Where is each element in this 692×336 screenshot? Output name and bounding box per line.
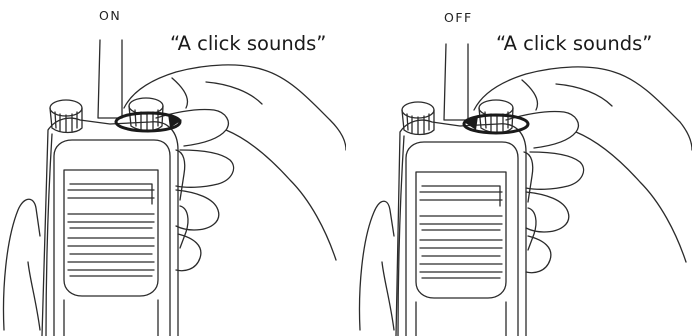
holding-hand	[4, 199, 40, 330]
power-state-label: ON	[99, 8, 121, 23]
panel-power-off: OFF “A click sounds”	[346, 0, 692, 336]
speaker-grille	[416, 172, 506, 298]
speaker-grille	[64, 170, 158, 296]
click-sound-caption: “A click sounds”	[170, 32, 326, 55]
power-state-label: OFF	[444, 10, 473, 25]
volume-knob	[402, 102, 434, 135]
volume-knob	[50, 100, 82, 133]
speaker-frame	[406, 142, 518, 336]
holding-hand	[360, 201, 394, 330]
turning-hand	[474, 67, 692, 273]
antenna	[98, 40, 122, 118]
turning-hand	[124, 65, 346, 271]
click-sound-caption: “A click sounds”	[496, 32, 652, 55]
panel-power-on: ON “A click sounds”	[0, 0, 346, 336]
antenna	[444, 44, 468, 120]
